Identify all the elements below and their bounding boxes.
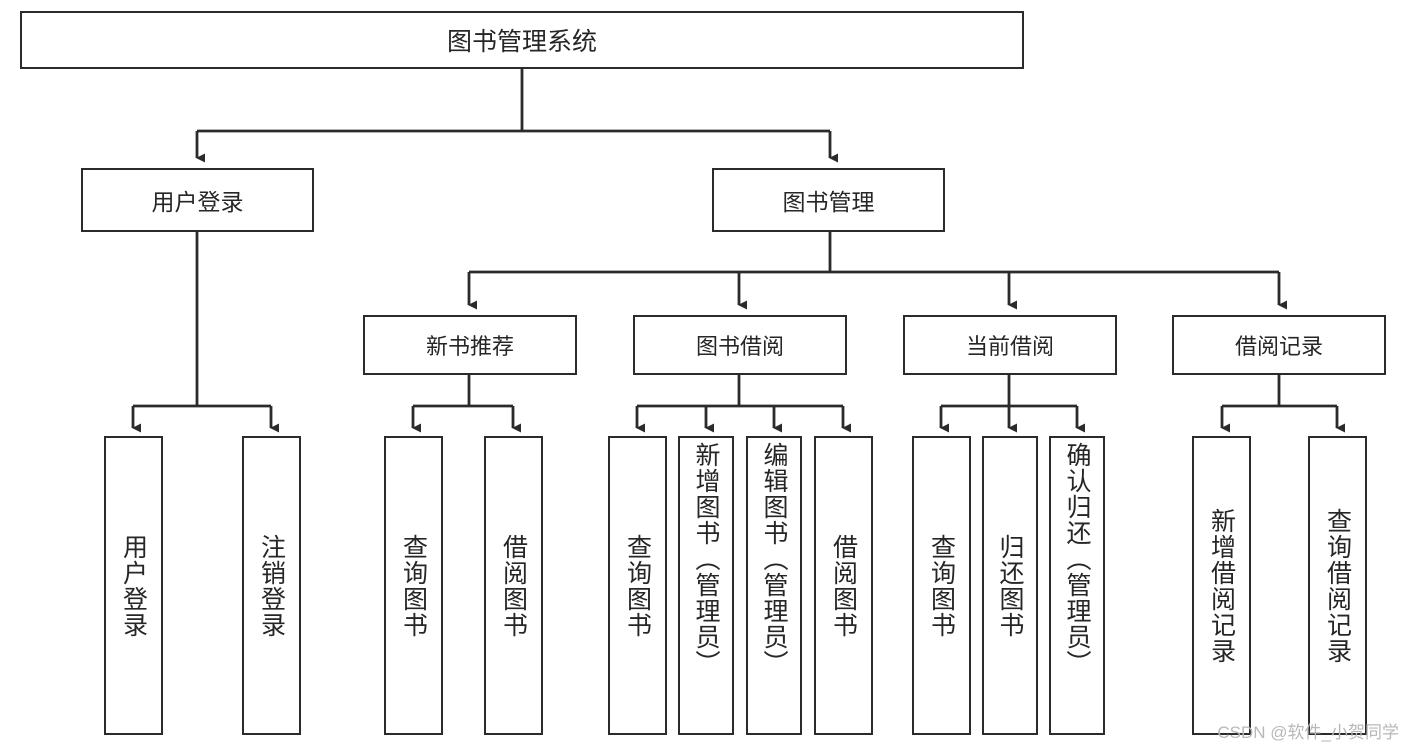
leaf-label: 查询图书 xyxy=(623,533,652,638)
leaf-return-book[interactable]: 归还图书 xyxy=(982,436,1038,735)
node-user-login[interactable]: 用户登录 xyxy=(81,168,314,232)
leaf-user-login[interactable]: 用户登录 xyxy=(104,436,163,735)
leaf-add-book-admin[interactable]: 新增图书（管理员） xyxy=(678,436,734,735)
node-book-management[interactable]: 图书管理 xyxy=(712,168,945,232)
node-borrow-record[interactable]: 借阅记录 xyxy=(1172,315,1386,375)
csdn-watermark: CSDN @软件_小贺同学 xyxy=(1217,723,1399,742)
leaf-query-book-borrow[interactable]: 查询图书 xyxy=(608,436,667,735)
leaf-borrow-book[interactable]: 借阅图书 xyxy=(814,436,873,735)
leaf-label: 用户登录 xyxy=(119,533,148,638)
leaf-label: 查询图书 xyxy=(399,533,428,638)
node-new-book-recommend[interactable]: 新书推荐 xyxy=(363,315,577,375)
node-book-borrow[interactable]: 图书借阅 xyxy=(633,315,847,375)
leaf-label: 编辑图书（管理员） xyxy=(760,442,788,676)
node-current-borrow[interactable]: 当前借阅 xyxy=(903,315,1117,375)
leaf-label: 归还图书 xyxy=(996,533,1024,638)
leaf-label: 确认归还（管理员） xyxy=(1063,442,1091,676)
leaf-query-book-recommend[interactable]: 查询图书 xyxy=(384,436,443,735)
leaf-query-borrow-record[interactable]: 查询借阅记录 xyxy=(1308,436,1367,735)
leaf-confirm-return-admin[interactable]: 确认归还（管理员） xyxy=(1049,436,1105,735)
leaf-label: 借阅图书 xyxy=(829,533,858,638)
leaf-label: 查询图书 xyxy=(927,533,956,638)
leaf-label: 查询借阅记录 xyxy=(1323,507,1352,664)
node-root-system[interactable]: 图书管理系统 xyxy=(20,11,1024,69)
leaf-label: 新增图书（管理员） xyxy=(692,442,720,676)
leaf-label: 借阅图书 xyxy=(499,533,528,638)
leaf-borrow-book-recommend[interactable]: 借阅图书 xyxy=(484,436,543,735)
leaf-query-book-current[interactable]: 查询图书 xyxy=(912,436,971,735)
leaf-add-borrow-record[interactable]: 新增借阅记录 xyxy=(1192,436,1251,735)
leaf-label: 注销登录 xyxy=(257,533,286,638)
leaf-edit-book-admin[interactable]: 编辑图书（管理员） xyxy=(746,436,802,735)
leaf-label: 新增借阅记录 xyxy=(1207,507,1236,664)
leaf-logout[interactable]: 注销登录 xyxy=(242,436,301,735)
